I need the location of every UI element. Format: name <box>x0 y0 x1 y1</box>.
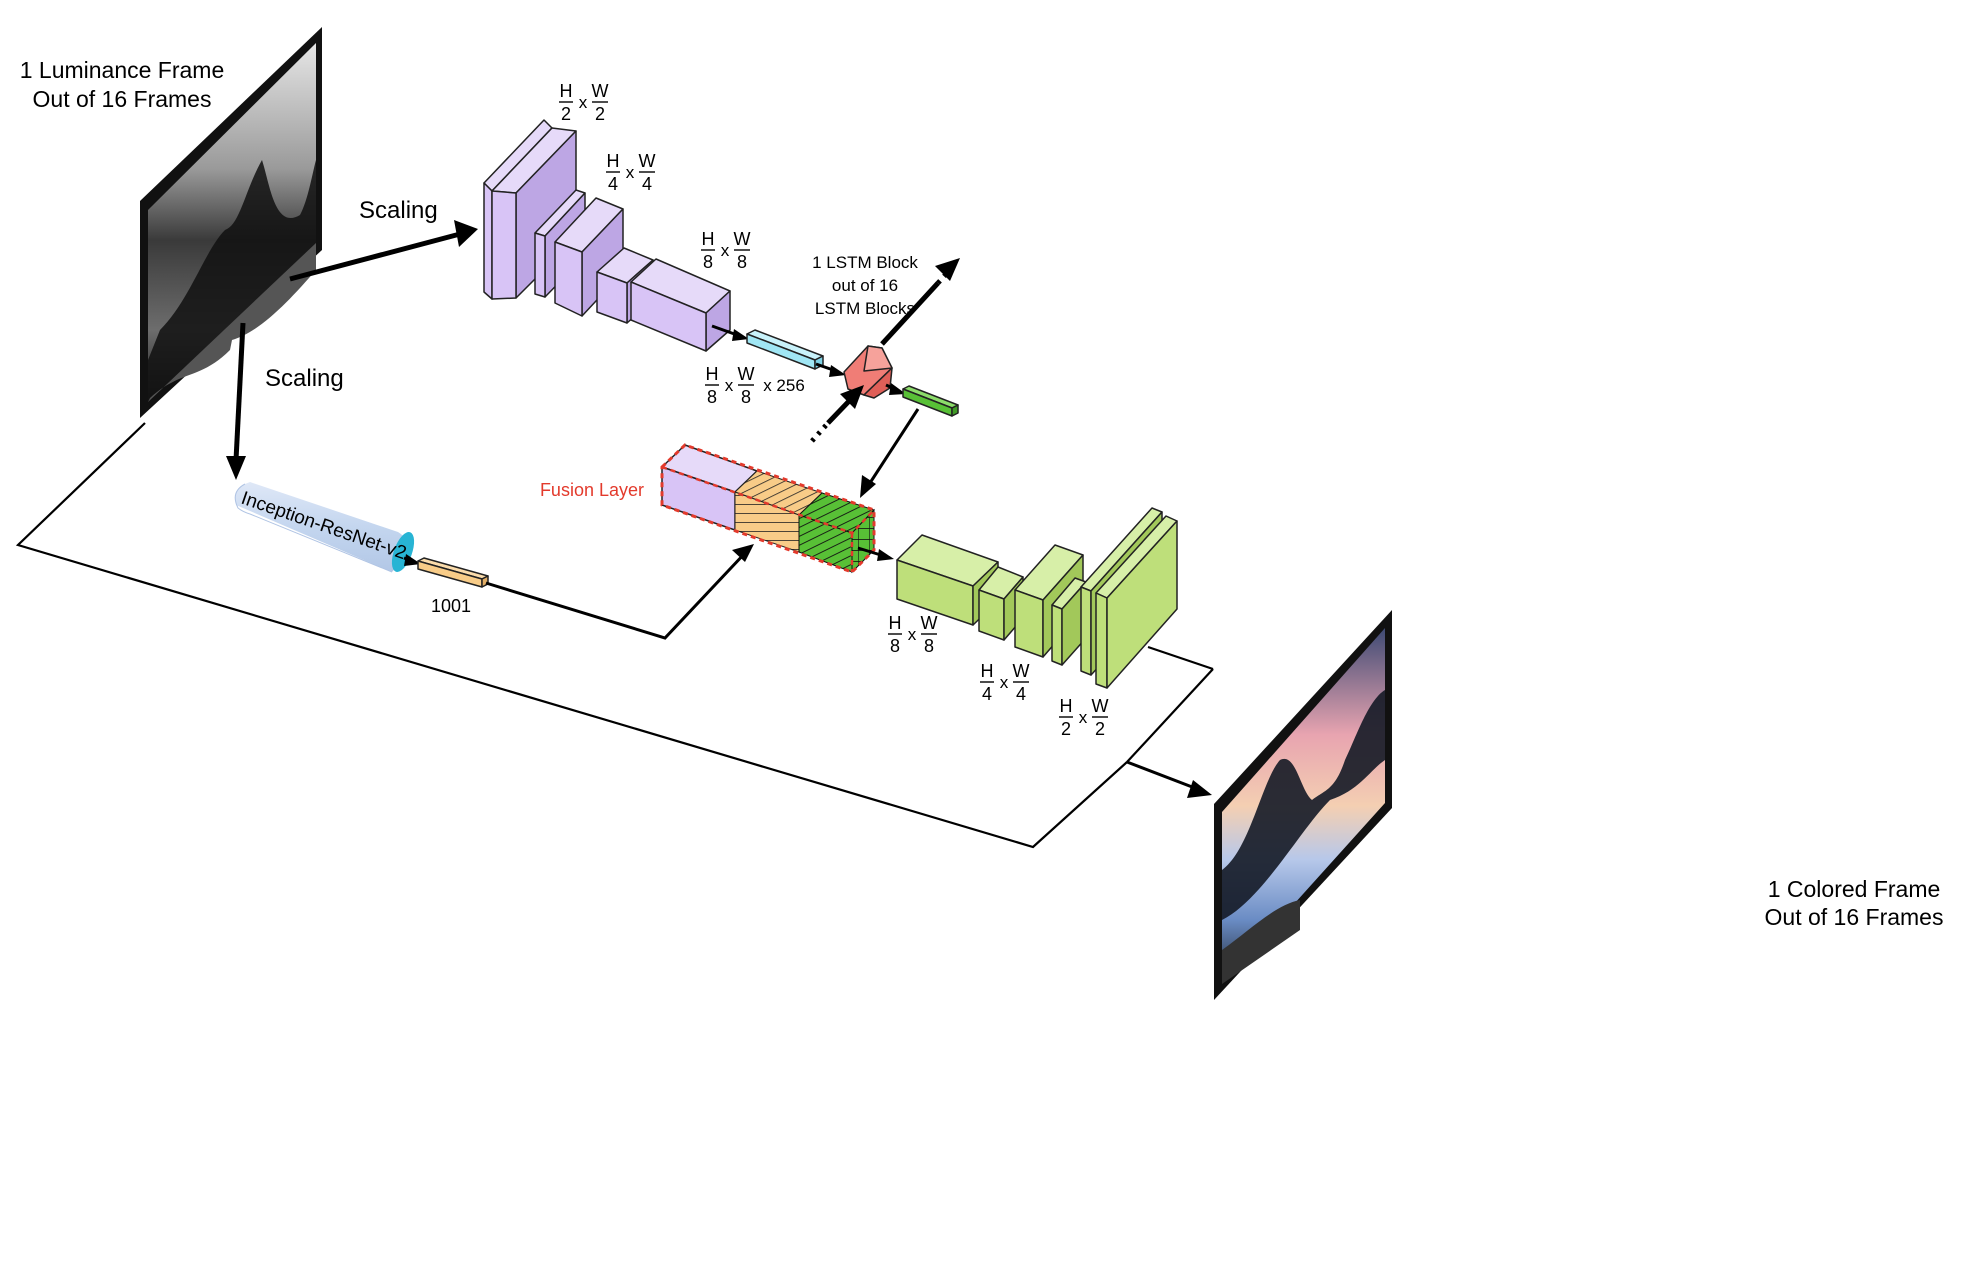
fusion-layer-label: Fusion Layer <box>540 480 644 500</box>
fusion-to-decoder-arrow-head <box>877 549 894 561</box>
svg-text:W: W <box>1013 661 1030 681</box>
svg-text:H: H <box>889 613 902 633</box>
background-plane-outline <box>15 422 1128 849</box>
feature-to-lstm-arrow-head <box>829 365 846 377</box>
dim-label-encoder-h2: H 2 x W 2 <box>559 81 609 124</box>
inception-tube-cap <box>391 532 415 572</box>
background-plane-right-edge <box>1126 668 1214 763</box>
lstm-block <box>843 345 893 399</box>
encoder-network <box>483 119 731 352</box>
scaling-label-left: Scaling <box>265 365 344 392</box>
svg-text:H: H <box>560 81 573 101</box>
encoder-block-h2 <box>483 119 577 300</box>
dim-label-encoder-output: H 8 x W 8 x 256 <box>705 364 805 407</box>
svg-text:x: x <box>626 163 635 182</box>
svg-text:x: x <box>1079 708 1088 727</box>
decoder-block-h2 <box>1080 507 1178 689</box>
global-feature-vector <box>417 557 489 588</box>
lstm-input-dotted <box>810 421 830 443</box>
output-arrow-line <box>1126 760 1201 792</box>
svg-text:2: 2 <box>561 104 571 124</box>
scaling-arrow-top-head <box>454 220 478 247</box>
svg-text:8: 8 <box>737 252 747 272</box>
inception-label: Inception-ResNet-v2 <box>238 488 409 564</box>
fusion-layer <box>660 443 876 574</box>
dim-label-decoder-h2: H 2 x W 2 <box>1059 696 1109 739</box>
svg-text:x: x <box>579 93 588 112</box>
inception-to-global-arrow-head <box>404 554 421 566</box>
svg-text:8: 8 <box>741 387 751 407</box>
lstm-to-green-arrow-head <box>889 383 906 395</box>
lstm-caption-line1: 1 LSTM Block <box>812 253 918 272</box>
scaling-arrow-left-head <box>226 456 246 480</box>
input-luminance-frame <box>140 27 322 418</box>
svg-text:2: 2 <box>1061 719 1071 739</box>
dim-label-decoder-h8: H 8 x W 8 <box>888 613 938 656</box>
svg-text:8: 8 <box>703 252 713 272</box>
lstm-to-fusion-arrow-head <box>860 475 876 498</box>
svg-text:W: W <box>738 364 755 384</box>
encoder-output-feature <box>746 329 824 370</box>
decoder-block-h4 <box>1014 544 1087 666</box>
svg-text:W: W <box>921 613 938 633</box>
lstm-output-dotted <box>936 270 950 285</box>
svg-text:2: 2 <box>595 104 605 124</box>
lstm-caption-line3: LSTM Blocks <box>815 299 915 318</box>
scaling-label-top: Scaling <box>359 197 438 224</box>
svg-text:8: 8 <box>924 636 934 656</box>
svg-text:W: W <box>592 81 609 101</box>
output-colored-frame <box>1214 610 1392 1000</box>
svg-text:8: 8 <box>890 636 900 656</box>
svg-text:x: x <box>721 241 730 260</box>
decoder-block-h8 <box>896 534 1024 641</box>
fusion-layer-border <box>660 443 876 574</box>
lstm-input-arrow <box>826 396 854 425</box>
global-to-fusion-arrow-head <box>732 544 754 562</box>
encoder-block-h8 <box>596 247 731 352</box>
svg-text:4: 4 <box>642 174 652 194</box>
scaling-arrow-top <box>289 231 461 282</box>
dim-label-encoder-h8: H 8 x W 8 <box>701 229 751 272</box>
output-arrow-head <box>1187 780 1212 798</box>
svg-text:H: H <box>706 364 719 384</box>
svg-text:H: H <box>981 661 994 681</box>
output-frame-caption-line2: Out of 16 Frames <box>1765 904 1944 930</box>
lstm-caption-line2: out of 16 <box>832 276 898 295</box>
global-to-fusion-connector <box>485 550 748 640</box>
svg-text:W: W <box>1092 696 1109 716</box>
decoder-network <box>896 507 1178 689</box>
svg-text:W: W <box>639 151 656 171</box>
svg-text:8: 8 <box>707 387 717 407</box>
svg-text:H: H <box>1060 696 1073 716</box>
lstm-output-feature <box>902 385 959 417</box>
background-plane-top-edge <box>1147 645 1214 671</box>
svg-text:2: 2 <box>1095 719 1105 739</box>
lstm-output-arrow <box>880 281 940 346</box>
dim-label-decoder-h4: H 4 x W 4 <box>980 661 1030 704</box>
svg-text:x 256: x 256 <box>763 376 805 395</box>
svg-text:W: W <box>734 229 751 249</box>
output-frame-caption-line1: 1 Colored Frame <box>1768 876 1941 902</box>
lstm-to-fusion-arrow <box>866 408 920 487</box>
scaling-arrow-left <box>233 322 246 461</box>
inception-resnet-tube <box>234 482 415 573</box>
lstm-output-arrow-head <box>935 258 960 281</box>
input-frame-caption-line1: 1 Luminance Frame <box>20 57 225 83</box>
svg-text:x: x <box>725 376 734 395</box>
encoder-to-feature-arrow-head <box>732 329 749 341</box>
dim-label-encoder-h4: H 4 x W 4 <box>606 151 656 194</box>
lstm-input-arrow-head <box>840 385 864 409</box>
svg-text:x: x <box>1000 673 1009 692</box>
svg-text:H: H <box>702 229 715 249</box>
encoder-block-h4 <box>534 189 624 317</box>
global-feature-size: 1001 <box>431 596 471 616</box>
input-frame-caption-line2: Out of 16 Frames <box>33 86 212 112</box>
svg-text:x: x <box>908 625 917 644</box>
svg-text:4: 4 <box>1016 684 1026 704</box>
svg-text:4: 4 <box>608 174 618 194</box>
svg-text:4: 4 <box>982 684 992 704</box>
svg-text:H: H <box>607 151 620 171</box>
